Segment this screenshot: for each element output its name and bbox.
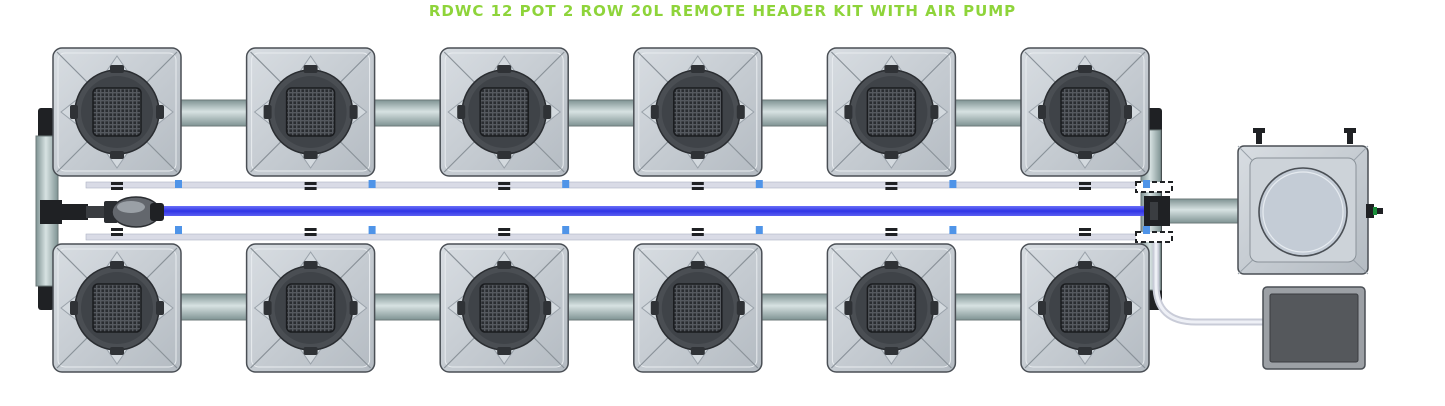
air-valve [562,226,570,234]
pot [826,226,957,373]
pot [1020,226,1150,373]
pot-grid [52,47,1150,373]
net-pot [866,283,917,333]
page-title: RDWC 12 POT 2 ROW 20L REMOTE HEADER KIT … [428,2,1017,20]
net-pot [479,87,529,137]
air-pump-unit [1262,286,1366,370]
pot [439,47,570,190]
tank-connection-pipe [1159,198,1243,224]
left-vertical-pipe [35,108,62,310]
net-pot [1060,283,1110,333]
air-valve [949,180,957,188]
pot [439,226,570,373]
pot [633,47,763,190]
air-valve [949,226,957,234]
pot [1020,47,1150,190]
air-valve [368,180,376,188]
pot [826,47,957,190]
air-valve [562,180,570,188]
header-fitting [1135,181,1173,243]
pot [633,226,763,373]
pot [245,226,376,373]
air-valve [368,226,376,234]
air-valve [1143,226,1150,234]
air-line-bottom [85,233,1147,241]
net-pot [479,283,529,333]
remote-header-tank [1237,128,1383,275]
air-line-top [85,181,1147,189]
tank-lid [1258,167,1348,257]
inline-pump [62,196,164,228]
net-pot [92,283,142,333]
pot [245,47,376,190]
pot [52,47,182,190]
main-blue-line [150,206,1245,216]
air-valve [1143,180,1150,188]
air-valve [755,180,763,188]
net-pot [92,87,142,137]
net-pot [285,87,336,137]
net-pot [673,87,723,137]
pot [52,226,182,373]
net-pot [285,283,336,333]
net-pot [673,283,723,333]
net-pot [866,87,917,137]
air-valve [755,226,763,234]
net-pot [1060,87,1110,137]
air-valve [175,226,182,234]
air-valve [175,180,182,188]
